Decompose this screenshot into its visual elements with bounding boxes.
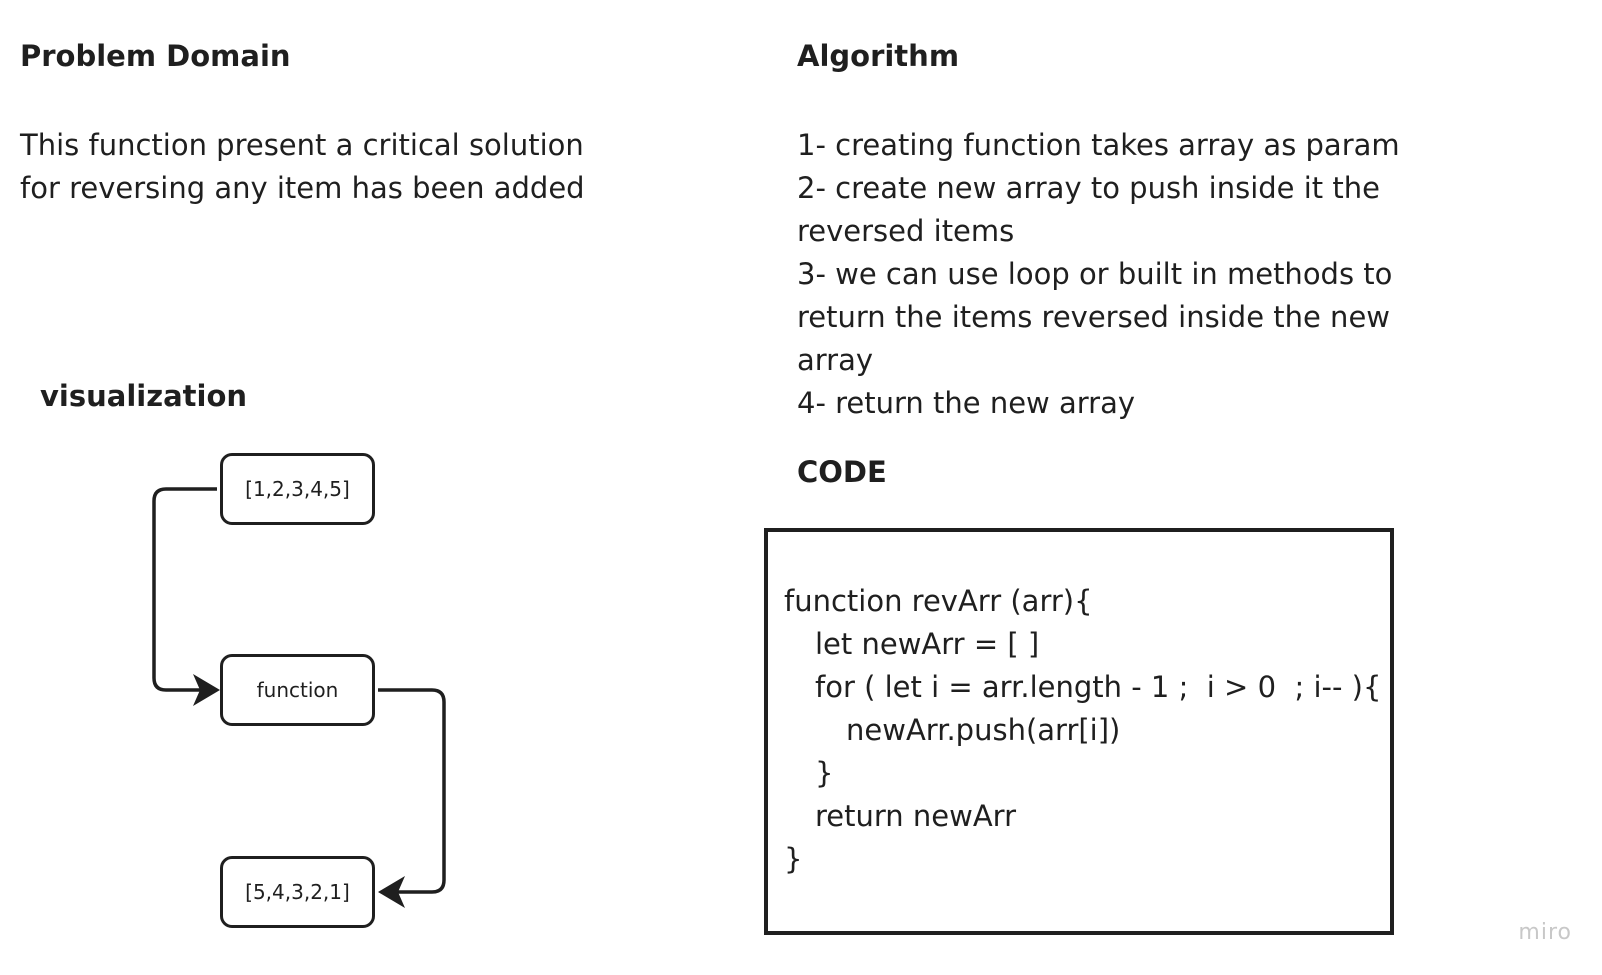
connector-arrowhead-function bbox=[193, 674, 220, 706]
code-line: let newArr = [ ] bbox=[815, 627, 1040, 661]
algorithm-line: reversed items bbox=[797, 214, 1015, 248]
connector-function-to-output bbox=[378, 688, 446, 894]
problem-domain-title: Problem Domain bbox=[20, 39, 291, 73]
algorithm-steps: 1- creating function takes array as para… bbox=[797, 124, 1400, 425]
algorithm-line: 3- we can use loop or built in methods t… bbox=[797, 257, 1393, 291]
function-node: function bbox=[220, 654, 375, 726]
connector-arrowhead-output bbox=[378, 876, 405, 908]
code-line: newArr.push(arr[i]) bbox=[846, 713, 1121, 747]
algorithm-line: 4- return the new array bbox=[797, 386, 1136, 420]
miro-watermark: miro bbox=[1518, 920, 1572, 945]
input-array-label: [1,2,3,4,5] bbox=[245, 477, 350, 501]
code-line: } bbox=[784, 842, 803, 876]
output-array-node: [5,4,3,2,1] bbox=[220, 856, 375, 928]
algorithm-line: 1- creating function takes array as para… bbox=[797, 128, 1400, 162]
code-box bbox=[764, 528, 1394, 935]
code-line: return newArr bbox=[815, 799, 1017, 833]
algorithm-line: 2- create new array to push inside it th… bbox=[797, 171, 1380, 205]
problem-domain-description: This function present a critical solutio… bbox=[20, 124, 585, 210]
code-line: for ( let i = arr.length - 1 ; i > 0 ; i… bbox=[815, 670, 1382, 704]
input-array-node: [1,2,3,4,5] bbox=[220, 453, 375, 525]
code-line: } bbox=[815, 756, 834, 790]
visualization-title: visualization bbox=[40, 379, 248, 413]
algorithm-title: Algorithm bbox=[797, 39, 960, 73]
algorithm-line: array bbox=[797, 343, 874, 377]
code-title: CODE bbox=[797, 455, 887, 489]
algorithm-line: return the items reversed inside the new bbox=[797, 300, 1390, 334]
function-node-label: function bbox=[256, 678, 339, 702]
problem-domain-line: for reversing any item has been added bbox=[20, 171, 585, 205]
output-array-label: [5,4,3,2,1] bbox=[245, 880, 350, 904]
problem-domain-line: This function present a critical solutio… bbox=[20, 128, 584, 162]
connector-input-to-function bbox=[152, 487, 217, 692]
code-line: function revArr (arr){ bbox=[784, 584, 1093, 618]
code-block: function revArr (arr){ let newArr = [ ] … bbox=[784, 580, 1381, 881]
